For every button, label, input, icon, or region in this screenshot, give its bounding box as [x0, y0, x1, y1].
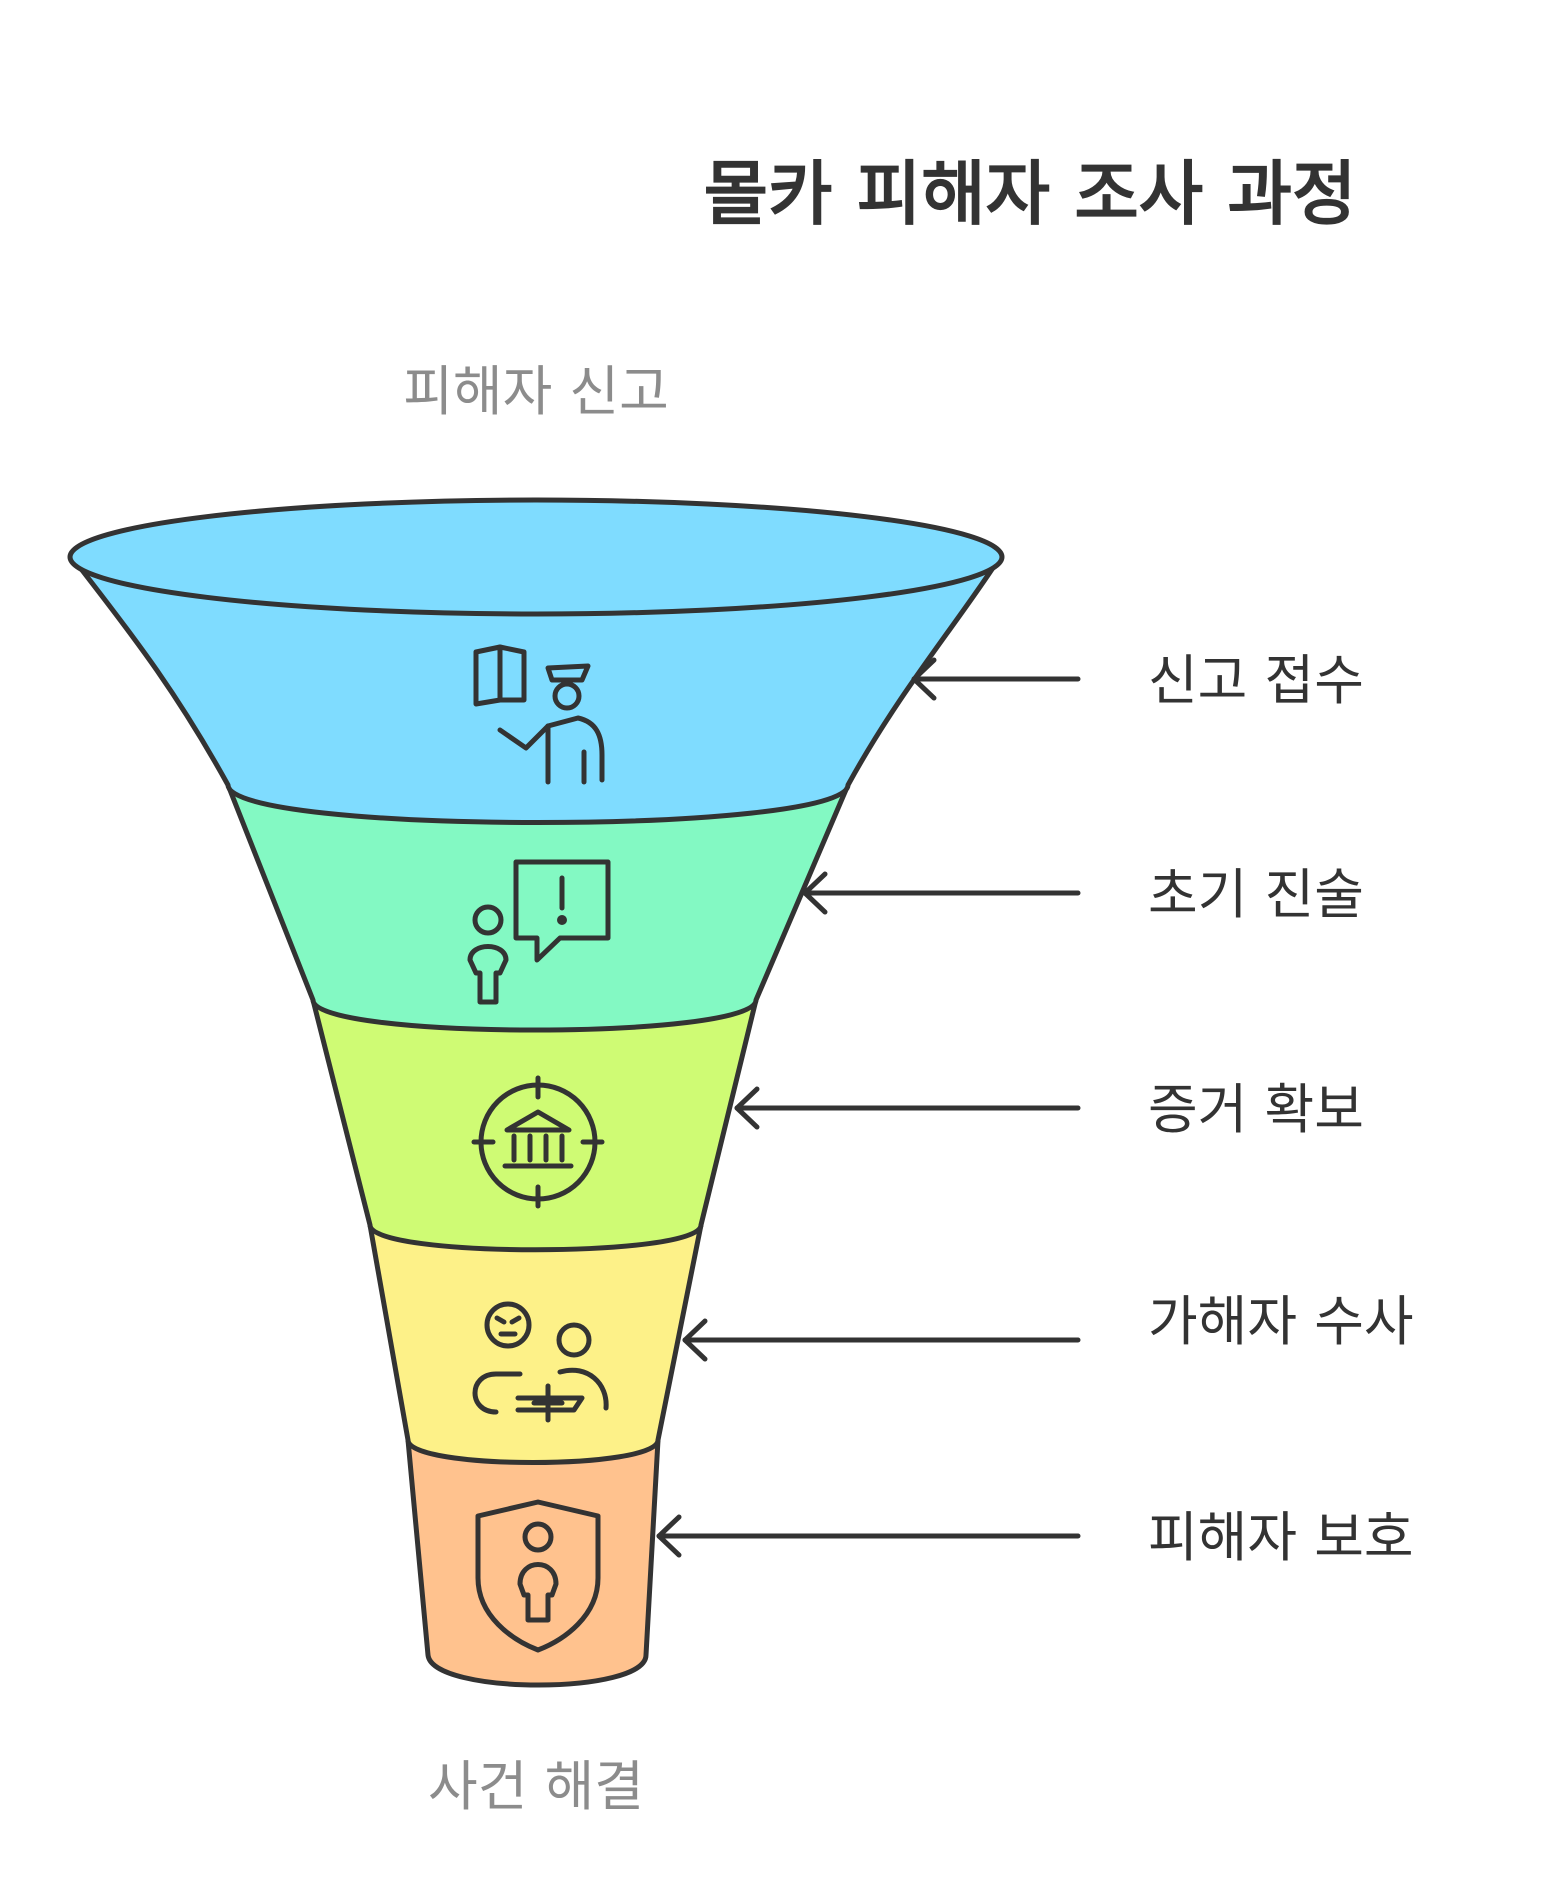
top-caption: 피해자 신고 [403, 360, 669, 423]
stage-pointer-5: 피해자 보호 [656, 1506, 1414, 1569]
officer-with-door-icon [473, 644, 605, 785]
stage-pointer-4: 가해자 수사 [682, 1290, 1414, 1362]
funnel-stage-5 [405, 1437, 661, 1688]
stage-pointer-1: 신고 접수 [911, 649, 1364, 712]
stage-label-4: 가해자 수사 [1148, 1290, 1414, 1353]
bottom-caption: 사건 해결 [428, 1755, 644, 1818]
person-speech-alert-icon [467, 859, 611, 1005]
target-bank-icon [471, 1075, 605, 1209]
funnel-stage-3 [310, 997, 759, 1253]
stage-pointer-3: 증거 확보 [734, 1078, 1364, 1141]
stage-label-2: 초기 진술 [1148, 863, 1364, 926]
diagram-title: 몰카 피해자 조사 과정 [704, 153, 1357, 235]
stage-label-5: 피해자 보호 [1148, 1506, 1414, 1569]
stage-label-3: 증거 확보 [1148, 1078, 1364, 1141]
stage-pointer-2: 초기 진술 [802, 863, 1364, 926]
stage-label-1: 신고 접수 [1148, 649, 1364, 712]
suspect-investigation-icon [472, 1301, 609, 1423]
funnel-rim [67, 497, 1005, 617]
funnel-stage-4 [367, 1222, 704, 1465]
shield-person-icon [475, 1499, 601, 1653]
